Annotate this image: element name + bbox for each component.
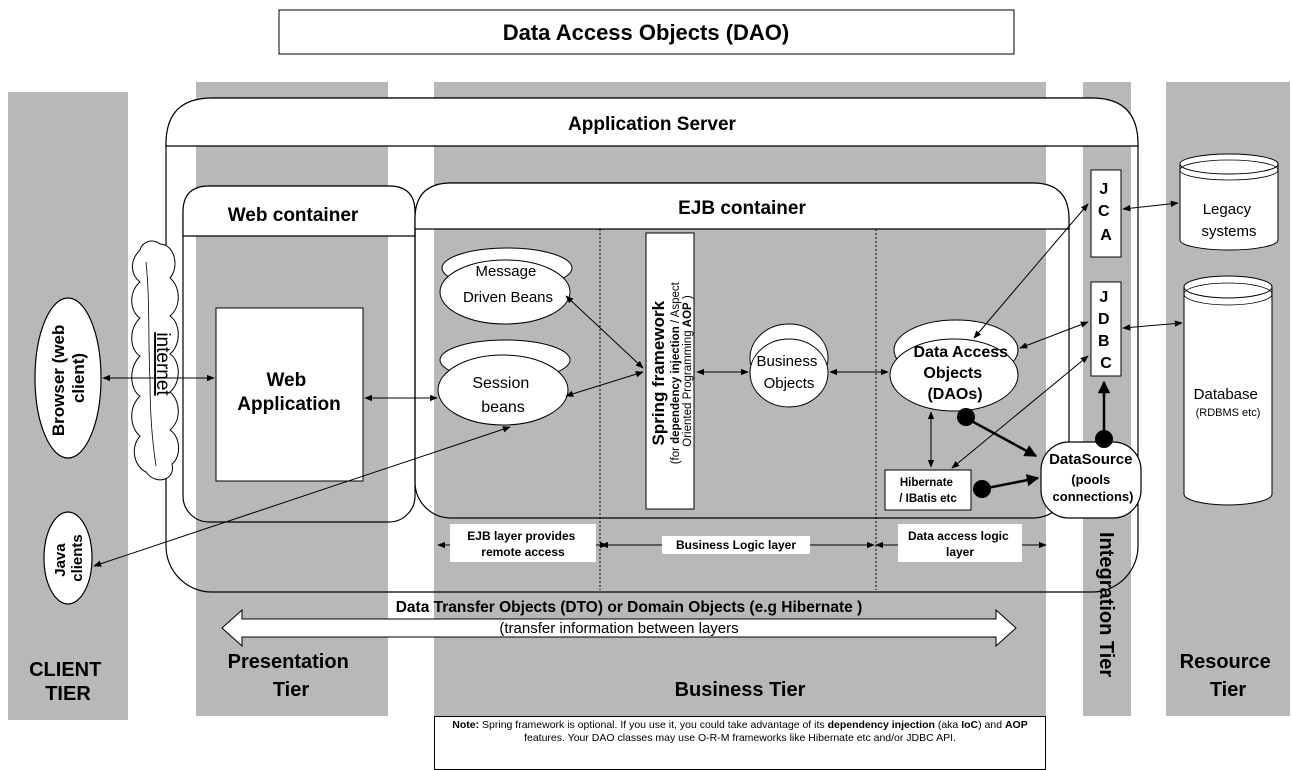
ejb-container-label: EJB container <box>678 198 806 219</box>
ejb-layer-label-box <box>450 524 596 562</box>
business-tier-label: Business Tier <box>675 679 806 701</box>
java-clients-label: Java clients <box>52 534 86 582</box>
note-text-1: Spring framework is optional. If you use… <box>479 719 828 731</box>
ejb-layer-label: EJB layer provides remote access <box>467 529 578 559</box>
note-label: Note: <box>452 719 480 731</box>
database-cylinder-top <box>1183 275 1273 299</box>
arrow-dao-datasource <box>965 416 1038 458</box>
database-cylinder <box>1183 287 1273 506</box>
business-objects-node <box>749 338 829 408</box>
resource-tier-label: Resource Tier <box>1180 651 1277 701</box>
database-cylinder-ring <box>1183 282 1273 306</box>
message-driven-beans-label: Message Driven Beans <box>463 263 553 306</box>
application-server-label: Application Server <box>568 114 736 135</box>
client-tier-label: CLIENT TIER <box>29 659 107 705</box>
arrow-hibernate-jdbc <box>951 355 1089 469</box>
internet-label: internet <box>152 332 173 396</box>
arrow-hibernate-datasource <box>981 474 1040 491</box>
arrow-dao-jdbc <box>1019 321 1089 349</box>
message-driven-beans-node <box>439 259 571 325</box>
legacy-systems-cylinder <box>1179 164 1279 251</box>
title-box <box>278 9 1015 55</box>
arrow-mdb-spring <box>565 295 644 369</box>
note-bold-3: AOP <box>1004 719 1028 731</box>
jca-box <box>1090 169 1122 258</box>
jdbc-box <box>1090 281 1122 377</box>
browser-node <box>34 297 102 459</box>
database-label: Database (RDBMS etc) <box>1194 386 1263 419</box>
dto-subtitle: (transfer information between layers <box>499 620 738 637</box>
spring-framework-box <box>645 232 695 510</box>
data-layer-label-box <box>898 524 1022 562</box>
note-bold-2: IoC <box>961 719 979 731</box>
arrow-jdbc-database <box>1122 320 1183 331</box>
datasource-connector-dot <box>1095 430 1113 448</box>
daos-connector-dot <box>957 408 975 426</box>
dto-title: Data Transfer Objects (DTO) or Domain Ob… <box>396 599 863 616</box>
web-container-label: Web container <box>228 205 359 226</box>
hibernate-box <box>884 469 972 511</box>
web-container-header <box>182 185 416 237</box>
legacy-systems-cylinder-ring <box>1179 159 1279 181</box>
business-objects-label: Business Objects <box>756 353 821 392</box>
legacy-systems-cylinder-top <box>1179 153 1279 175</box>
session-beans-label: Session beans <box>472 375 533 416</box>
arrow-dao-jca <box>973 203 1089 339</box>
data-layer-label: Data access logic layer <box>908 529 1012 559</box>
note-bold-1: dependency injection <box>827 719 935 731</box>
legacy-systems-label: Legacy systems <box>1201 201 1256 240</box>
integration-tier-label: Integration Tier <box>1095 532 1117 677</box>
note-text-3: ) and <box>978 719 1005 731</box>
java-clients-node <box>43 511 93 605</box>
hibernate-label: Hibernate / IBatis etc <box>899 477 957 505</box>
arrow-session-spring <box>565 371 644 397</box>
business-layer-label: Business Logic layer <box>676 538 796 552</box>
browser-label: Browser (web client) <box>49 320 88 436</box>
spring-framework-label: Spring framework (for dependency injecti… <box>649 278 694 465</box>
presentation-tier-label: Presentation Tier <box>228 651 355 701</box>
note-text-2: (aka <box>934 719 962 731</box>
note-box: Note: Spring framework is optional. If y… <box>434 716 1046 770</box>
jdbc-label: J D B C <box>1098 289 1114 372</box>
arrow-java-session <box>93 426 511 567</box>
arrow-jca-legacy <box>1122 200 1179 212</box>
dto-block-arrow <box>221 608 1017 648</box>
web-application-label: Web Application <box>237 370 340 415</box>
jca-label: J C A <box>1098 181 1114 244</box>
note-text-4: features. Your DAO classes may use O-R-M… <box>524 732 956 744</box>
application-server-header <box>165 97 1139 147</box>
business-layer-label-box <box>662 536 810 554</box>
diagram-title: Data Access Objects (DAO) <box>503 20 790 45</box>
